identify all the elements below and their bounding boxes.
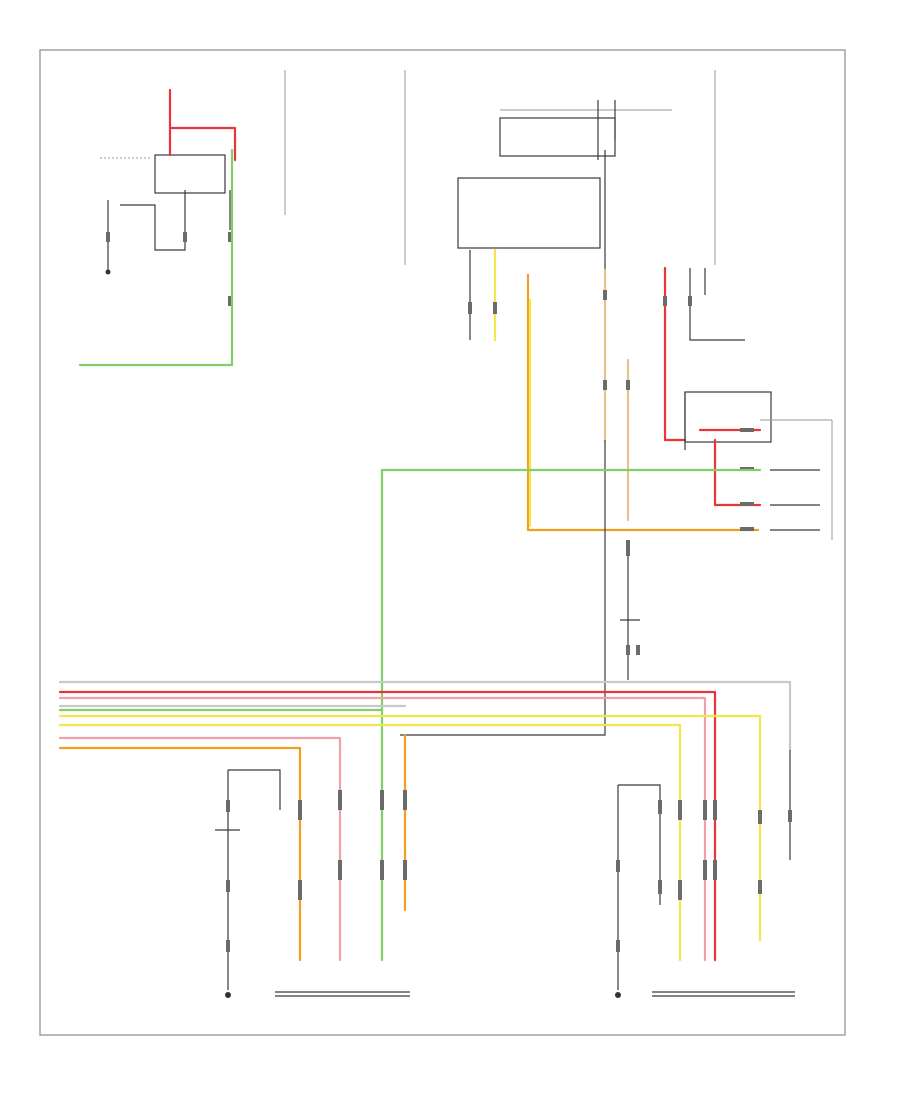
fuse-block-section: [78, 70, 286, 367]
right-lower-section: [615, 750, 795, 998]
relay-section: [400, 70, 760, 736]
diagram-frame: [39, 49, 846, 1036]
left-lower-section: [215, 733, 410, 998]
switch-section: [663, 266, 833, 540]
bus-wires: [58, 680, 792, 792]
green-cross-wire: [380, 468, 762, 762]
